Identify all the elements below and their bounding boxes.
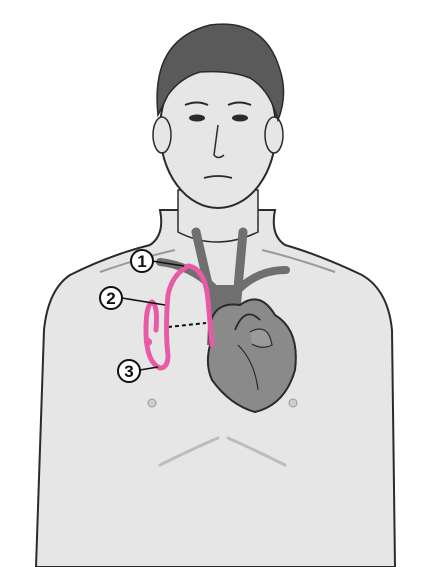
callout-2: 2: [100, 287, 122, 309]
callout-1: 1: [131, 250, 153, 272]
left-eye: [189, 115, 205, 122]
catheter-hub: [144, 338, 152, 346]
callout-3: 3: [118, 360, 140, 382]
torso: [36, 210, 395, 567]
left-ear: [153, 117, 171, 153]
callout-2-label: 2: [106, 289, 115, 308]
right-eye: [232, 115, 248, 122]
callout-1-label: 1: [137, 252, 146, 271]
left-nipple: [148, 399, 156, 407]
callout-3-label: 3: [124, 362, 133, 381]
right-nipple: [289, 399, 297, 407]
right-ear: [265, 117, 283, 153]
